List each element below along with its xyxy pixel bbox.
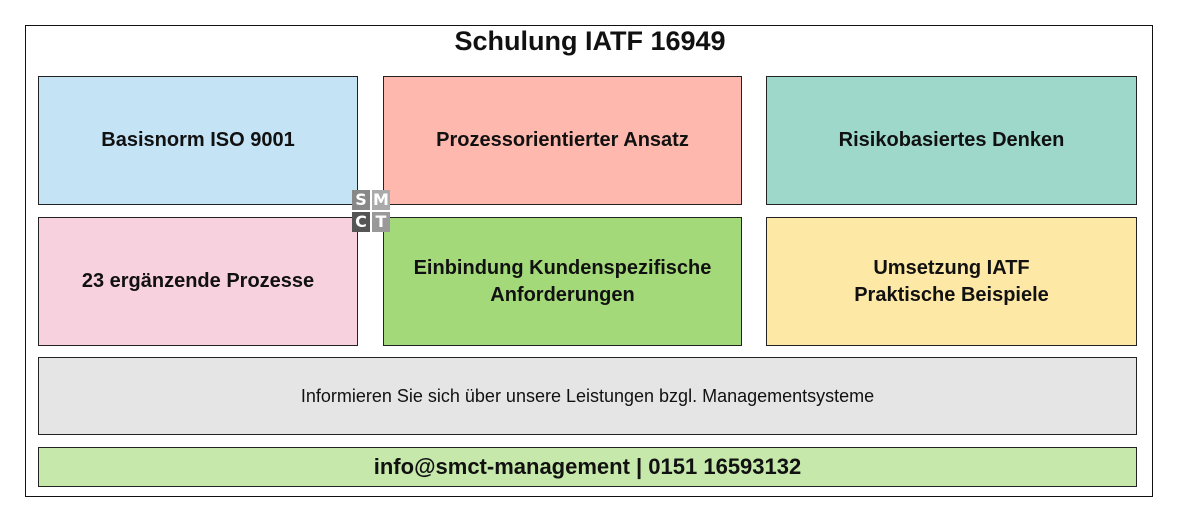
smct-logo: S M C T (352, 190, 390, 232)
logo-letter: S (352, 190, 370, 210)
logo-letter: C (352, 212, 370, 232)
contact-banner: info@smct-management | 0151 16593132 (38, 447, 1137, 487)
diagram-frame (25, 25, 1153, 497)
logo-letter: T (372, 212, 390, 232)
box-ergaenzende-prozesse: 23 ergänzende Prozesse (38, 217, 358, 346)
box-basisnorm: Basisnorm ISO 9001 (38, 76, 358, 205)
box-prozessorientiert: Prozessorientierter Ansatz (383, 76, 742, 205)
info-banner: Informieren Sie sich über unsere Leistun… (38, 357, 1137, 435)
diagram-title: Schulung IATF 16949 (454, 26, 726, 56)
logo-letter: M (372, 190, 390, 210)
box-risikobasiert: Risikobasiertes Denken (766, 76, 1137, 205)
box-umsetzung: Umsetzung IATF Praktische Beispiele (766, 217, 1137, 346)
box-kundenspezifische: Einbindung Kundenspezifische Anforderung… (383, 217, 742, 346)
